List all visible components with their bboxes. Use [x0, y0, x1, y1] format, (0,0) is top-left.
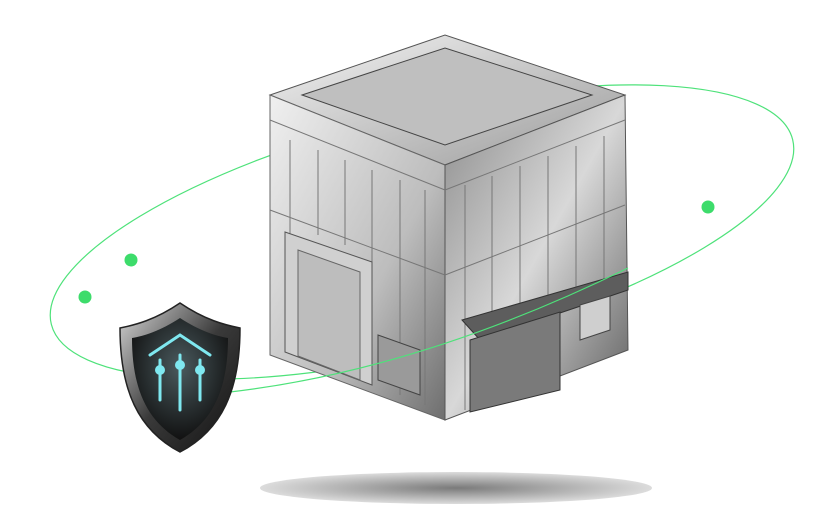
- orbit-dot: [124, 253, 138, 267]
- shield-icon: [119, 302, 241, 453]
- building-illustration: [268, 34, 629, 421]
- orbit-dot: [701, 200, 715, 214]
- orbit-dot: [78, 290, 92, 304]
- ground-shadow: [260, 472, 652, 504]
